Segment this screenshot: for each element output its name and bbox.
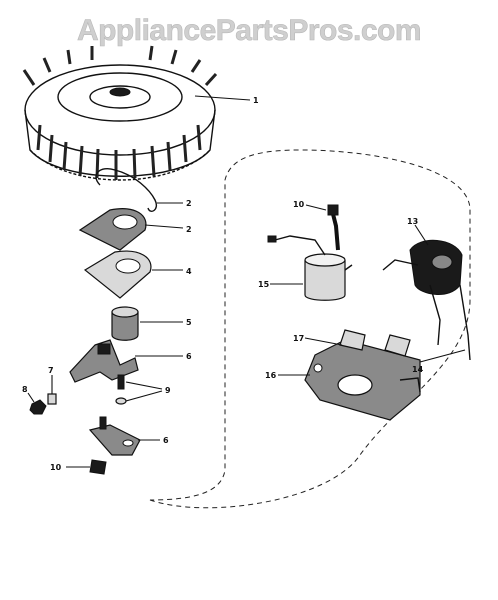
callout-9: 9 [165, 386, 171, 395]
group-boundary-dashed [149, 149, 471, 509]
callout-13: 13 [407, 217, 418, 226]
callout-8: 8 [22, 385, 28, 394]
callout-10a: 10 [50, 463, 62, 472]
flywheel-part [22, 45, 251, 181]
callout-5: 5 [186, 318, 192, 327]
callout-6a: 6 [186, 352, 192, 361]
breaker-arm-part [69, 339, 183, 383]
washer-part [47, 375, 57, 405]
callout-16: 16 [265, 371, 277, 380]
gasket-part [83, 250, 183, 299]
callout-2b: 2 [186, 225, 192, 234]
callout-7: 7 [48, 366, 54, 375]
stator-plate-part [278, 329, 421, 421]
nut-part [27, 392, 47, 415]
watermark-logo: AppliancePartsPros.com [76, 14, 422, 48]
callout-6b: 6 [163, 436, 169, 445]
bracket-part [88, 416, 160, 456]
callout-14: 14 [412, 365, 424, 374]
ignition-coil-part [382, 224, 471, 361]
lead-wire-part [305, 204, 340, 251]
callout-4: 4 [186, 267, 192, 276]
callout-2a: 2 [186, 199, 192, 208]
key-plate-part [78, 208, 184, 251]
screw-part [115, 374, 163, 405]
bushing-part [111, 306, 183, 341]
callout-1: 1 [253, 96, 259, 105]
condenser-part [267, 235, 353, 301]
clip-part [66, 459, 107, 475]
callout-17: 17 [293, 334, 304, 343]
wire-clip-part [95, 168, 183, 212]
callout-10b: 10 [293, 200, 305, 209]
callout-15: 15 [258, 280, 270, 289]
callout-14-leader [419, 349, 466, 363]
